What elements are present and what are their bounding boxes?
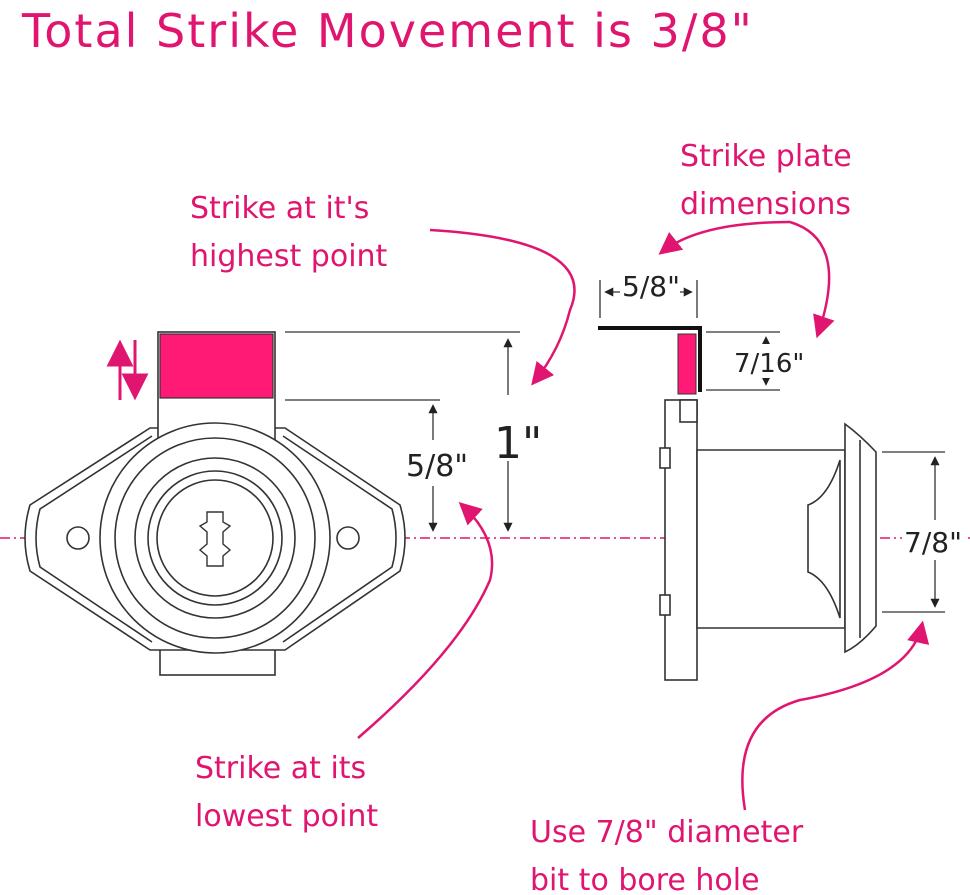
bore-hole-arrow bbox=[741, 620, 930, 811]
plate-dimensions-arrow-left bbox=[658, 220, 791, 255]
plate-dimensions-arrow-right bbox=[789, 220, 835, 339]
diagram-title: Total Strike Movement is 3/8" bbox=[22, 4, 754, 58]
lowest-point-label-line2: lowest point bbox=[195, 799, 378, 834]
plate-height-label: 7/16" bbox=[734, 349, 804, 379]
highest-point-arrow bbox=[429, 228, 576, 386]
keyhole-icon bbox=[198, 511, 232, 567]
travel-label: 5/8" bbox=[406, 449, 468, 484]
total-height-label: 1" bbox=[494, 418, 542, 469]
cylinder-diameter-label: 7/8" bbox=[904, 526, 962, 559]
strike-highest-block bbox=[159, 333, 274, 399]
lowest-point-arrow bbox=[357, 501, 494, 739]
plate-width-label: 5/8" bbox=[622, 270, 680, 303]
up-down-arrows-icon bbox=[106, 339, 149, 401]
lock-side-view bbox=[659, 399, 877, 681]
plate-dimensions-label-line1: Strike plate bbox=[680, 139, 852, 174]
plate-dimensions-label-line2: dimensions bbox=[680, 187, 851, 222]
strike-plate bbox=[598, 326, 702, 395]
highest-point-label-line1: Strike at it's bbox=[190, 191, 369, 226]
bore-hole-label-line1: Use 7/8" diameter bbox=[530, 815, 804, 850]
lowest-point-label-line1: Strike at its bbox=[195, 751, 366, 786]
highest-point-label-line2: highest point bbox=[190, 239, 388, 274]
bore-hole-label-line2: bit to bore hole bbox=[530, 863, 760, 895]
